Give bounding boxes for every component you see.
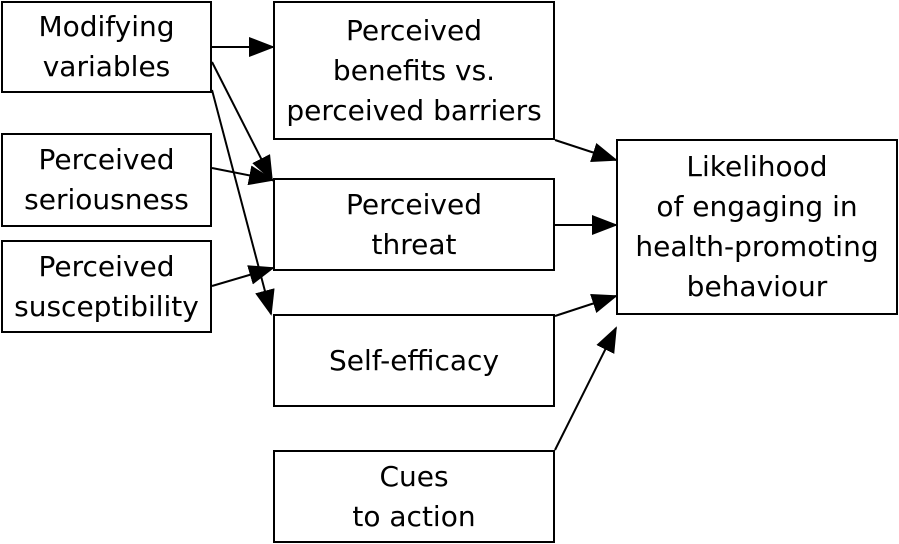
node-benefits-vs-barriers-line-1: Perceived (346, 13, 482, 47)
node-modifying-variables-line-2: variables (42, 50, 171, 83)
node-likelihood-line-2: of engaging in (656, 190, 858, 223)
node-perceived-susceptibility: Perceived susceptibility (1, 240, 212, 333)
node-modifying-variables: Modifying variables (1, 1, 212, 93)
node-perceived-threat: Perceived threat (273, 178, 555, 271)
arrow-self-efficacy-to-likelihood (554, 293, 618, 317)
node-perceived-seriousness-line-1: Perceived (38, 143, 175, 176)
node-perceived-threat-line-2: threat (371, 227, 457, 261)
node-likelihood-line-4: behaviour (686, 270, 828, 303)
arrow-susceptibility-to-threat (211, 265, 275, 287)
arrow-cues-to-likelihood (554, 326, 617, 451)
node-self-efficacy: Self-efficacy (273, 314, 555, 407)
node-cues-to-action-line-2: to action (352, 499, 476, 533)
node-likelihood-line-1: Likelihood (686, 150, 828, 183)
node-likelihood: Likelihood of engaging in health-promoti… (616, 139, 898, 315)
arrow-benefits-to-likelihood (554, 139, 618, 163)
node-perceived-threat-line-1: Perceived (346, 187, 482, 221)
node-cues-to-action-line-1: Cues (379, 459, 449, 493)
node-cues-to-action: Cues to action (273, 450, 555, 543)
node-perceived-susceptibility-line-2: susceptibility (14, 289, 199, 323)
node-benefits-vs-barriers-line-2: benefits vs. (332, 53, 496, 87)
arrow-seriousness-to-threat (211, 165, 275, 186)
arrow-modifying-to-self-efficacy (211, 89, 275, 316)
arrow-modifying-to-threat (211, 61, 273, 182)
node-likelihood-line-3: health-promoting (635, 230, 879, 263)
node-self-efficacy-line-1: Self-efficacy (328, 343, 500, 377)
node-perceived-seriousness-line-2: seriousness (24, 183, 189, 216)
node-modifying-variables-line-1: Modifying (38, 10, 175, 43)
node-benefits-vs-barriers-line-3: perceived barriers (286, 93, 542, 127)
node-perceived-seriousness: Perceived seriousness (1, 133, 212, 227)
node-perceived-susceptibility-line-1: Perceived (38, 249, 175, 283)
node-benefits-vs-barriers: Perceived benefits vs. perceived barrier… (273, 1, 555, 140)
